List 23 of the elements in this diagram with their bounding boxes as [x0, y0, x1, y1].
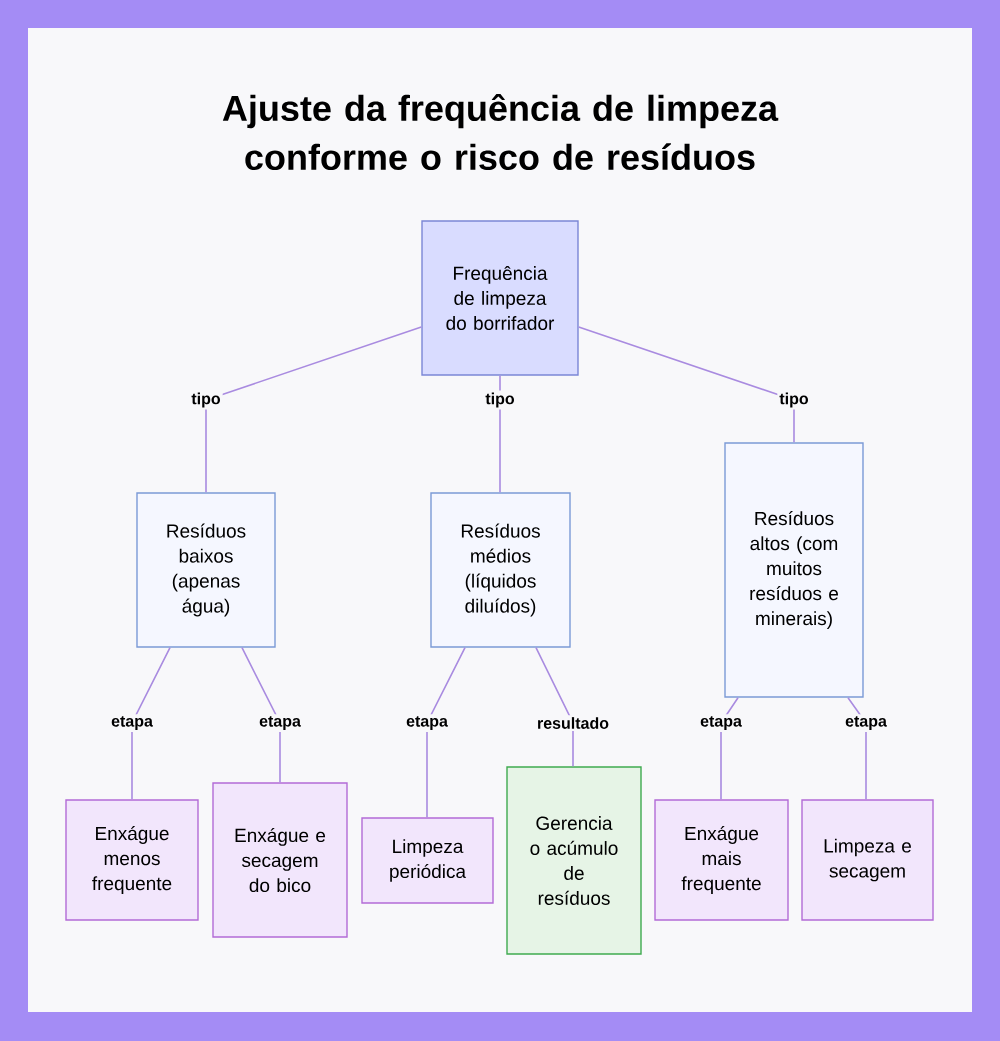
- edge-label: etapa: [843, 714, 889, 732]
- connector: [577, 326, 795, 444]
- connector: [426, 646, 466, 819]
- process-box: Resíduos altos (com muitos resíduos e minerais): [724, 442, 864, 698]
- connector: [241, 646, 281, 784]
- title: Ajuste da frequência de limpeza conforme o risco de resíduos: [222, 93, 779, 171]
- process-box: Resíduos médios (líquidos diluídos): [430, 492, 571, 648]
- process-box: Enxágue mais frequente: [654, 799, 789, 921]
- process-box: Resíduos baixos (apenas água): [136, 492, 276, 648]
- connector: [205, 326, 423, 494]
- process-box: Frequência de limpeza do borrifador: [421, 220, 579, 376]
- process-box: Gerencia o acúmulo de resíduos: [506, 766, 642, 955]
- edge-label: etapa: [698, 714, 744, 732]
- edge-label: etapa: [109, 714, 155, 732]
- process-box: Limpeza e secagem: [801, 799, 934, 921]
- process-box: Limpeza periódica: [361, 817, 494, 904]
- process-box: Enxágue e secagem do bico: [212, 782, 348, 938]
- process-box: Enxágue menos frequente: [65, 799, 199, 921]
- connector: [535, 646, 574, 768]
- edge-label: resultado: [535, 715, 611, 731]
- edge-label: etapa: [404, 714, 450, 732]
- connector: [131, 646, 171, 801]
- edge-label: etapa: [257, 714, 303, 732]
